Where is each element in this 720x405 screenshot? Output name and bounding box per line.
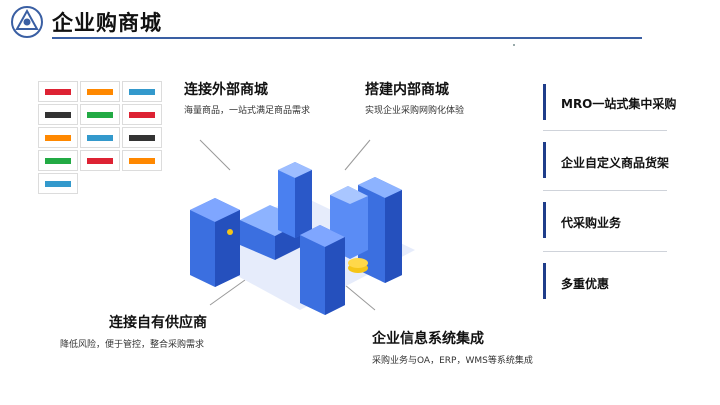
right-panel-item-proxy: 代采购业务	[561, 216, 622, 230]
brand-mark-icon	[87, 111, 113, 118]
decorative-dot	[513, 44, 515, 46]
brand-mark-icon	[45, 88, 71, 95]
right-panel-accent-bar	[543, 263, 546, 299]
feature-external-title: 连接外部商城	[184, 82, 268, 98]
partner-logo-tile	[80, 127, 120, 148]
feature-integration-desc: 采购业务与OA，ERP，WMS等系统集成	[372, 356, 533, 366]
partner-logo-tile	[80, 150, 120, 171]
right-panel-accent-bar	[543, 84, 546, 120]
partner-logo-tile	[38, 173, 78, 194]
brand-mark-icon	[87, 88, 113, 95]
partner-logo-tile	[38, 81, 78, 102]
partner-logos-grid	[38, 81, 162, 194]
right-panel-accent-bar	[543, 142, 546, 178]
brand-mark-icon	[45, 111, 71, 118]
brand-mark-icon	[45, 157, 71, 164]
partner-logo-tile	[80, 104, 120, 125]
partner-logo-tile	[38, 150, 78, 171]
brand-mark-icon	[87, 157, 113, 164]
partner-logo-tile	[122, 81, 162, 102]
right-panel-divider	[543, 130, 667, 131]
partner-logo-tile	[80, 81, 120, 102]
brand-mark-icon	[45, 180, 71, 187]
feature-integration-title: 企业信息系统集成	[372, 331, 484, 347]
right-panel-accent-bar	[543, 202, 546, 238]
right-panel-item-discount: 多重优惠	[561, 277, 610, 291]
feature-internal-title: 搭建内部商城	[365, 82, 449, 98]
company-logo-icon	[11, 6, 43, 38]
right-panel-item-shelf: 企业自定义商品货架	[561, 156, 670, 170]
page-title: 企业购商城	[52, 11, 162, 35]
right-panel-divider	[543, 251, 667, 252]
partner-logo-tile	[122, 104, 162, 125]
brand-mark-icon	[87, 134, 113, 141]
feature-supplier-title: 连接自有供应商	[109, 315, 207, 331]
partner-logo-tile	[38, 104, 78, 125]
feature-supplier-desc: 降低风险，便于管控，整合采购需求	[60, 340, 205, 350]
brand-mark-icon	[129, 111, 155, 118]
partner-logo-tile	[122, 127, 162, 148]
right-panel-item-mro: MRO一站式集中采购	[561, 97, 677, 111]
isometric-city-illustration	[190, 139, 415, 315]
header-divider	[52, 37, 642, 39]
brand-mark-icon	[129, 134, 155, 141]
partner-logo-tile	[38, 127, 78, 148]
feature-internal-desc: 实现企业采购网购化体验	[365, 106, 465, 116]
brand-mark-icon	[129, 157, 155, 164]
feature-external-desc: 海量商品，一站式满足商品需求	[184, 106, 311, 116]
partner-logo-tile	[122, 150, 162, 171]
brand-mark-icon	[45, 134, 71, 141]
brand-mark-icon	[129, 88, 155, 95]
right-panel-divider	[543, 190, 667, 191]
